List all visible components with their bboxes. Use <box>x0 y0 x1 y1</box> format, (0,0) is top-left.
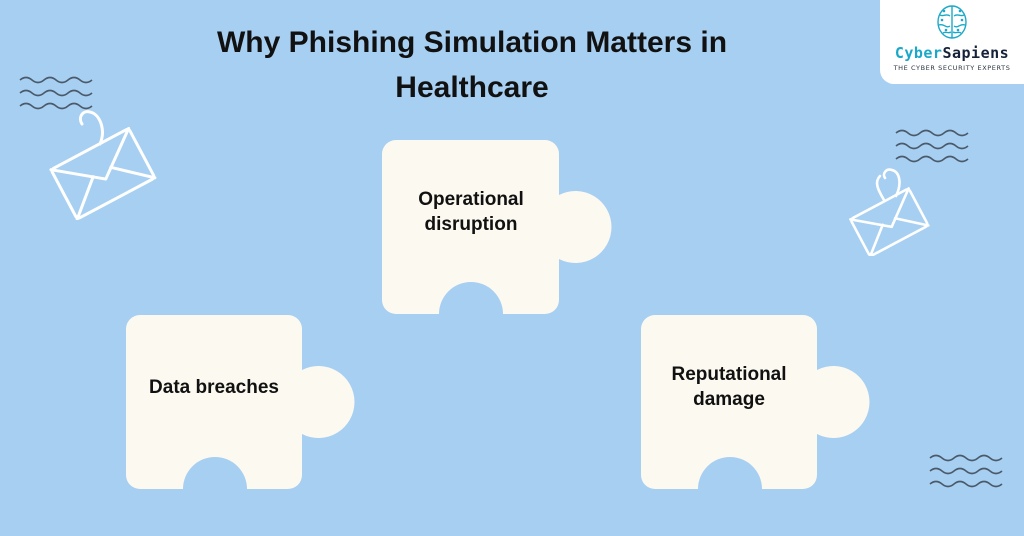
puzzle-piece-operational <box>382 140 612 314</box>
wave-lines-icon <box>19 76 93 110</box>
logo-brand: CyberSapiens <box>894 44 1010 62</box>
logo-tagline: THE CYBER SECURITY EXPERTS <box>893 64 1011 72</box>
label-operational: Operational disruption <box>418 189 524 235</box>
label-data: Data breaches <box>149 377 279 398</box>
page-title: Why Phishing Simulation Matters in Healt… <box>216 26 728 104</box>
logo: CyberSapiens THE CYBER SECURITY EXPERTS <box>880 0 1024 84</box>
label-reputational: Reputational damage <box>671 364 787 410</box>
puzzle-piece-data <box>126 315 355 489</box>
phishing-email-icon <box>849 168 930 256</box>
wave-lines-icon <box>895 129 969 163</box>
phishing-email-icon <box>49 110 157 220</box>
wave-lines-icon <box>929 454 1003 488</box>
puzzle-piece-reputational <box>641 315 870 489</box>
brain-icon <box>937 5 967 39</box>
